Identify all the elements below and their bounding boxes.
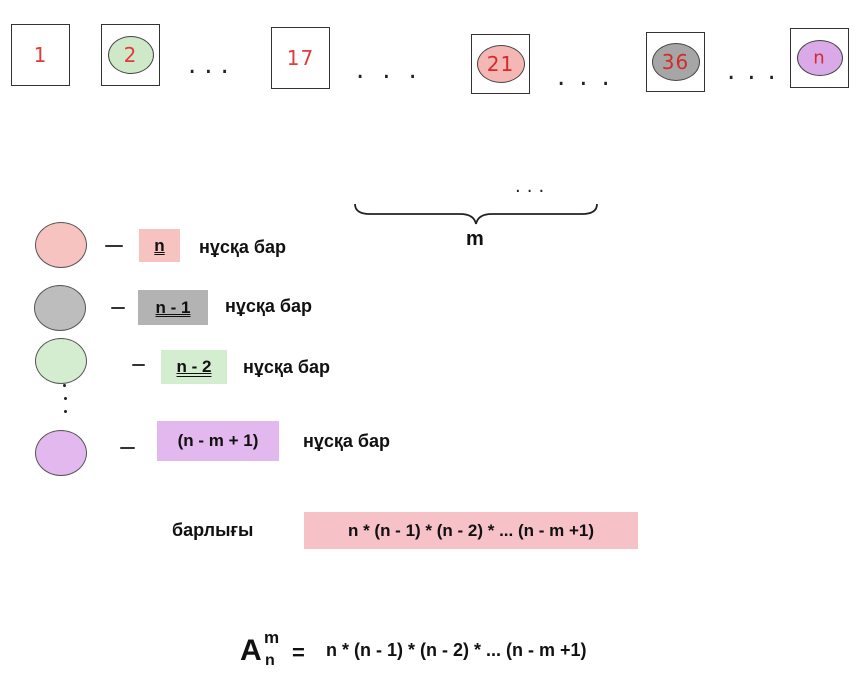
dash [132, 364, 145, 366]
box-oval [107, 36, 154, 74]
purple-circle [35, 430, 87, 476]
equals-sign: = [292, 640, 305, 665]
dash [105, 245, 123, 247]
brace-label: m [466, 228, 484, 250]
total-expr: n * (n - 1) * (n - 2) * ... (n - m +1) [347, 520, 595, 540]
ellipsis: ... [557, 62, 624, 92]
box-n: n [790, 28, 849, 88]
total-chip: n * (n - 1) * (n - 2) * ... (n - m +1) [304, 512, 638, 549]
box-21: 21 [471, 34, 530, 94]
box-oval [651, 43, 700, 81]
box-1: 1 [11, 24, 70, 86]
option-count-expr: n - 1 [155, 297, 191, 317]
option-suffix: нұсқа бар [243, 357, 331, 377]
box-label: 21 [486, 52, 515, 76]
arrangement-superscript: m [264, 628, 280, 647]
gray-circle [34, 285, 86, 331]
box-label: 36 [661, 50, 690, 74]
option-suffix: нұсқа бар [303, 431, 391, 451]
option-count-chip: n - 2 [161, 350, 227, 384]
box-label: 17 [286, 46, 315, 70]
ellipsis: ... [188, 50, 237, 80]
arrangement-A: A [240, 634, 262, 667]
box-label: 2 [123, 43, 138, 67]
curly-brace [354, 203, 598, 225]
box-2: 2 [101, 24, 160, 86]
option-count-chip: n [139, 229, 180, 262]
dash [111, 307, 125, 309]
arrangement-subscript: n [265, 652, 275, 669]
green-circle [35, 338, 87, 384]
vertical-dots [63, 384, 67, 416]
total-label: барлығы [172, 520, 254, 540]
arrangement-symbol: A m n [240, 628, 290, 674]
box-label: 1 [33, 43, 48, 67]
option-suffix: нұсқа бар [225, 296, 313, 316]
option-count-expr: n [154, 235, 165, 255]
box-36: 36 [646, 32, 705, 92]
option-count-chip: (n - m + 1) [157, 421, 279, 461]
dash [120, 447, 135, 449]
option-count-expr: n - 2 [176, 357, 212, 376]
option-count-chip: n - 1 [138, 290, 208, 325]
box-oval [796, 40, 843, 76]
box-label: n [813, 47, 826, 69]
arrangement-expr: n * (n - 1) * (n - 2) * ... (n - m +1) [326, 640, 587, 660]
ellipsis: ... [727, 56, 788, 86]
pink-circle [35, 222, 87, 268]
ellipsis: ... [356, 55, 435, 85]
box-17: 17 [271, 27, 330, 89]
option-count-expr: (n - m + 1) [177, 431, 259, 450]
brace-dots: ... [515, 176, 551, 197]
box-oval [476, 45, 525, 83]
option-suffix: нұсқа бар [199, 237, 287, 257]
